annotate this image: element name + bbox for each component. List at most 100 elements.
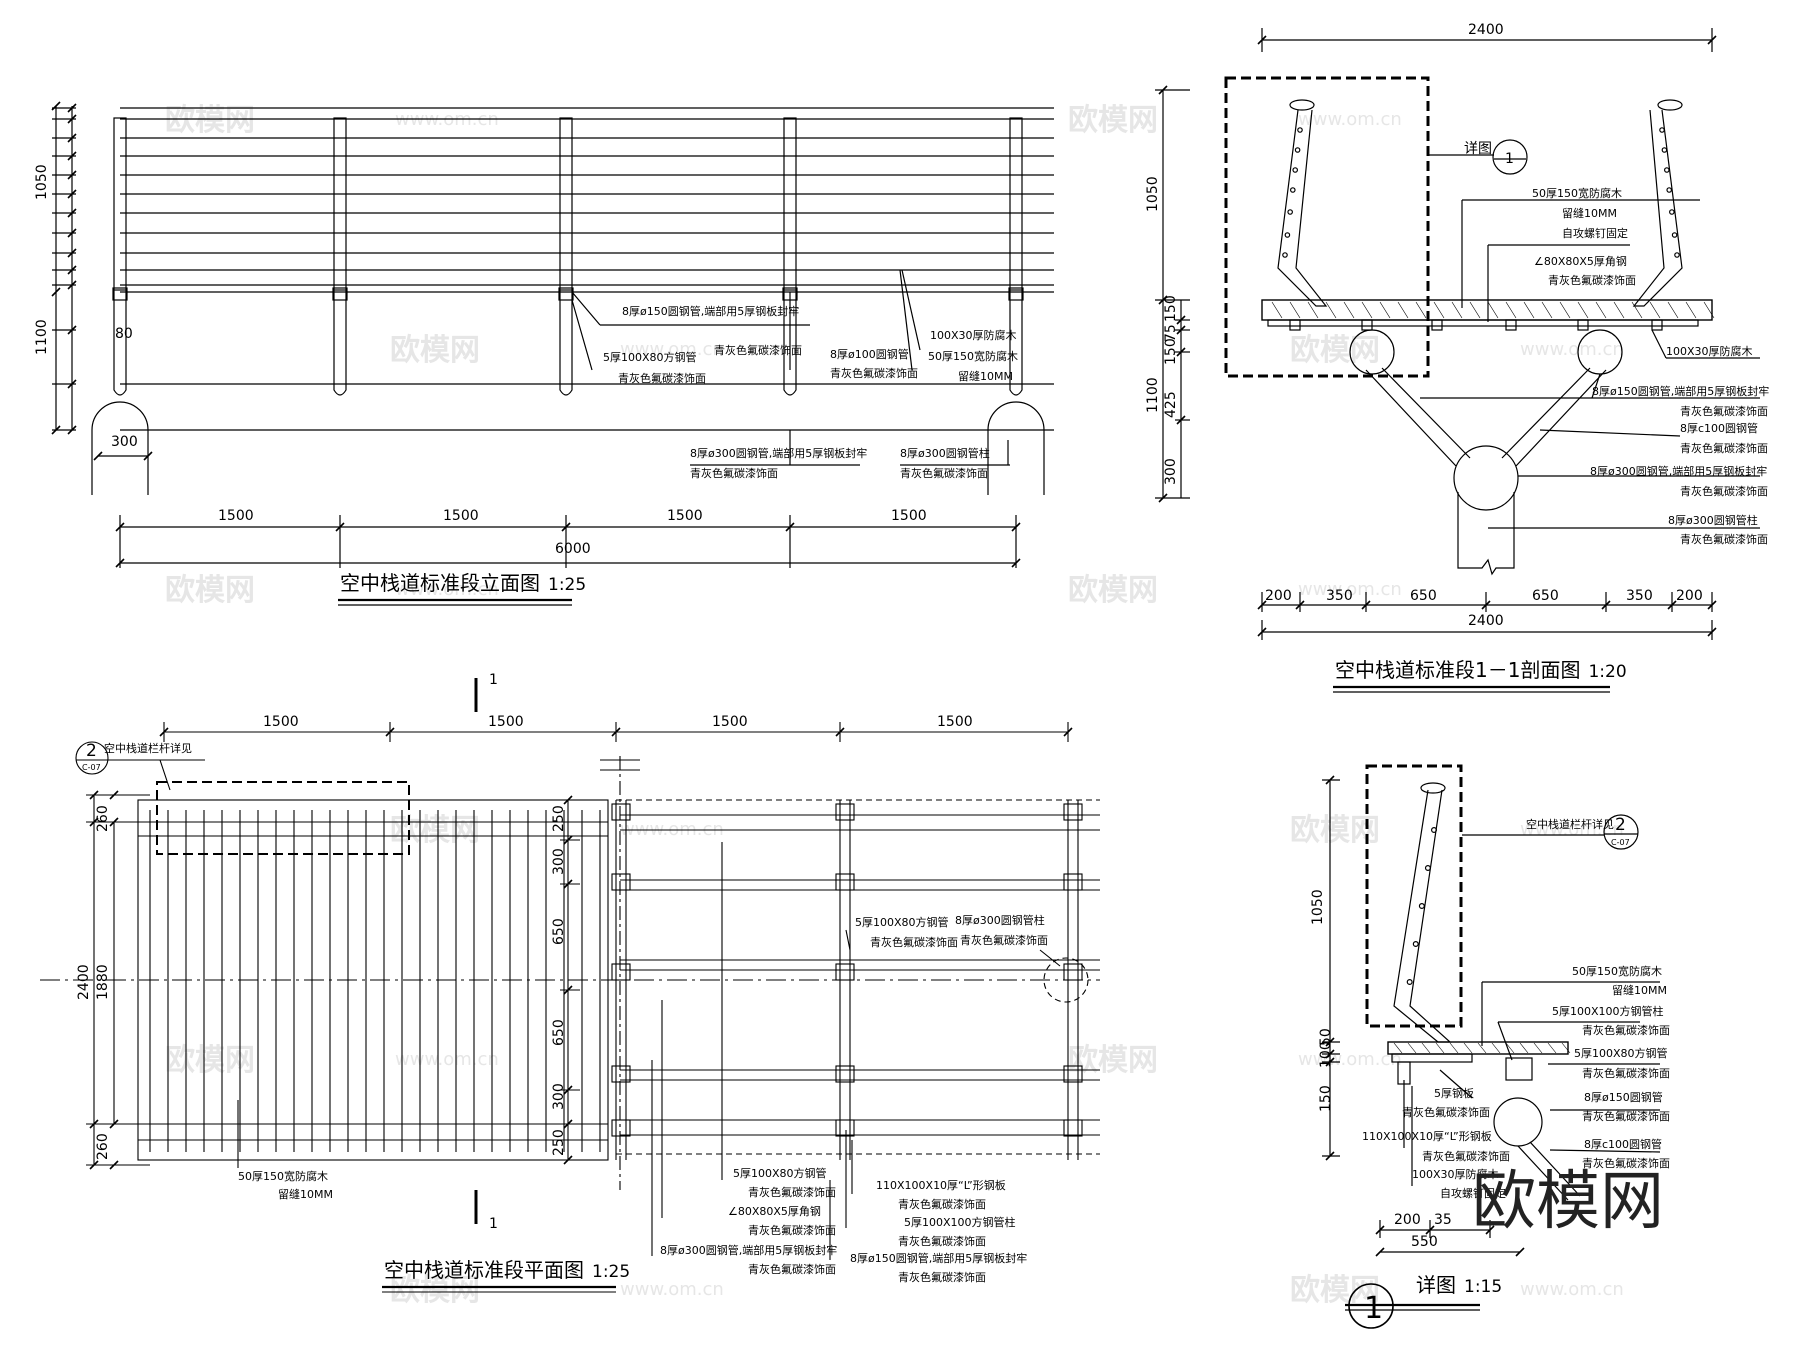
detail-wood-grain — [1393, 1042, 1403, 1054]
elev-dim-pier: 300 — [111, 434, 138, 450]
plan-left-260b: 260 — [95, 1133, 111, 1160]
sect-leader — [1651, 329, 1667, 359]
dim-tick — [1295, 600, 1305, 610]
detail-wood-grain — [1491, 1042, 1501, 1054]
elev-title-text: 空中栈道标准段立面图 — [340, 571, 540, 595]
dim-tick — [67, 170, 77, 180]
brand-watermark: 欧模网 — [1472, 1165, 1664, 1239]
plan-note-6: 8厚ø300圆钢管,端部用5厚钢板封牢 — [660, 1243, 837, 1257]
dim-tick — [611, 727, 621, 737]
sect-wood-grain — [1469, 301, 1481, 319]
elev-dim-1100: 1100 — [34, 319, 50, 355]
plan-texts: 1 1 1500 1500 1500 1500 2400 1880 260 26… — [76, 672, 1048, 1284]
elev-note-6b: 青灰色氟碳漆饰面 — [690, 466, 778, 480]
plan-right-650a: 650 — [551, 918, 567, 945]
watermark-logo: 欧模网 — [165, 573, 255, 608]
dim-tick — [109, 790, 119, 800]
detail-deck-board — [1387, 1041, 1569, 1055]
dim-tick — [1257, 35, 1267, 45]
plan-leader — [1039, 949, 1061, 967]
plan-note-6b: 青灰色氟碳漆饰面 — [748, 1262, 836, 1276]
plan-note-5b: 青灰色氟碳漆饰面 — [748, 1223, 836, 1237]
elev-leader — [901, 269, 921, 351]
dim-tick — [563, 1155, 573, 1165]
detail-ref-sheet: C-07 — [1611, 838, 1630, 847]
plan-joint-plate — [835, 1065, 855, 1083]
watermark-url: www.om.cn — [1298, 1049, 1402, 1070]
sect-post-cap — [1289, 99, 1315, 111]
elev-pier — [987, 401, 1045, 495]
elev-note-3b: 青灰色氟碳漆饰面 — [830, 366, 918, 380]
plan-title-text: 空中栈道标准段平面图 — [384, 1258, 584, 1282]
section-texts: 2400 1050 1100 150 75 150 425 300 200 35… — [1145, 22, 1769, 682]
dim-tick — [563, 1085, 573, 1095]
detail-title-num: 1 — [1364, 1291, 1383, 1326]
dim-tick — [785, 522, 795, 532]
plan-rail-detail-box — [156, 781, 410, 855]
plan-title-scale: 1:25 — [592, 1262, 630, 1282]
elevation-texts: 1050 1100 300 80 1500 1500 1500 1500 600… — [34, 164, 1018, 595]
detail-post — [1393, 789, 1452, 1043]
elev-leader — [899, 269, 913, 371]
plan-joint-plate — [1063, 1119, 1083, 1137]
detail-ref-label: 空中栈道栏杆详见 — [1526, 817, 1614, 831]
sect-wood-grain — [1397, 301, 1409, 319]
detail-ref-circle — [1603, 814, 1639, 850]
detail-bolt-hole — [1412, 940, 1419, 947]
dim-tick — [67, 151, 77, 161]
detail-note-6b: 青灰色氟碳漆饰面 — [1422, 1149, 1510, 1163]
dim-tick — [1158, 493, 1168, 503]
sect-wood-grain — [1505, 301, 1517, 319]
detail-bolt-hole — [1418, 902, 1425, 909]
sect-wood-grain — [1325, 301, 1337, 319]
sect-wood-grain — [1415, 301, 1427, 319]
sect-wood-grain — [1379, 301, 1391, 319]
plan-joint-plate — [835, 803, 855, 821]
sect-detail-num: 1 — [1505, 151, 1514, 167]
plan-left-2400: 2400 — [76, 964, 92, 1000]
detail-column-stub — [1505, 1057, 1533, 1081]
sect-wood-grain — [1667, 301, 1679, 319]
dim-tick — [561, 522, 571, 532]
plan-view — [40, 678, 1100, 1293]
sect-note-1b: 留缝10MM — [1562, 206, 1617, 220]
detail-note-2: 5厚100X100方钢管柱 — [1552, 1004, 1664, 1018]
sect-leader — [1539, 429, 1681, 437]
sect-angle — [1267, 319, 1699, 327]
detail-dim-150: 150 — [1318, 1085, 1334, 1112]
plan-right-650b: 650 — [551, 1019, 567, 1046]
sect-wood-grain — [1559, 301, 1571, 319]
dim-tick — [67, 325, 77, 335]
detail-note-7b: 青灰色氟碳漆饰面 — [1582, 1156, 1670, 1170]
detail-wood-grain — [1407, 1042, 1417, 1054]
plan-note-5: ∠80X80X5厚角钢 — [728, 1205, 821, 1218]
plan-note-2: 5厚100X80方钢管 — [855, 915, 949, 929]
plan-note-8: 5厚100X100方钢管柱 — [904, 1215, 1016, 1229]
sect-wood-grain — [1685, 301, 1697, 319]
detail-note-5: 8厚ø150圆钢管 — [1584, 1090, 1663, 1104]
detail-title-text: 详图 — [1416, 1273, 1456, 1297]
dim-tick — [93, 451, 103, 461]
sect-note-2b: 青灰色氟碳漆饰面 — [1548, 273, 1636, 287]
sect-top-width: 2400 — [1468, 22, 1504, 38]
sect-bottom-3: 650 — [1410, 588, 1437, 604]
plan-note-7b: 青灰色氟碳漆饰面 — [898, 1197, 986, 1211]
detail-wood-grain — [1449, 1042, 1459, 1054]
plan-leader — [159, 759, 171, 791]
watermark-logo: 欧模网 — [1068, 1043, 1158, 1078]
elev-note-6: 8厚ø300圆钢管,端部用5厚钢板封牢 — [690, 446, 867, 460]
dim-tick — [67, 425, 77, 435]
sect-dim-1100: 1100 — [1145, 377, 1161, 413]
watermark-url: www.om.cn — [620, 1279, 724, 1300]
dim-tick — [1425, 1225, 1435, 1235]
dim-tick — [1325, 1037, 1335, 1047]
watermark-logo: 欧模网 — [390, 813, 480, 848]
dim-tick — [1485, 1225, 1495, 1235]
plan-joint-plate — [611, 1119, 631, 1137]
sect-bolt-hole — [1669, 209, 1675, 215]
dim-tick — [1361, 600, 1371, 610]
dim-tick — [1325, 1151, 1335, 1161]
elev-note-2: 5厚100X80方钢管 — [603, 350, 697, 364]
